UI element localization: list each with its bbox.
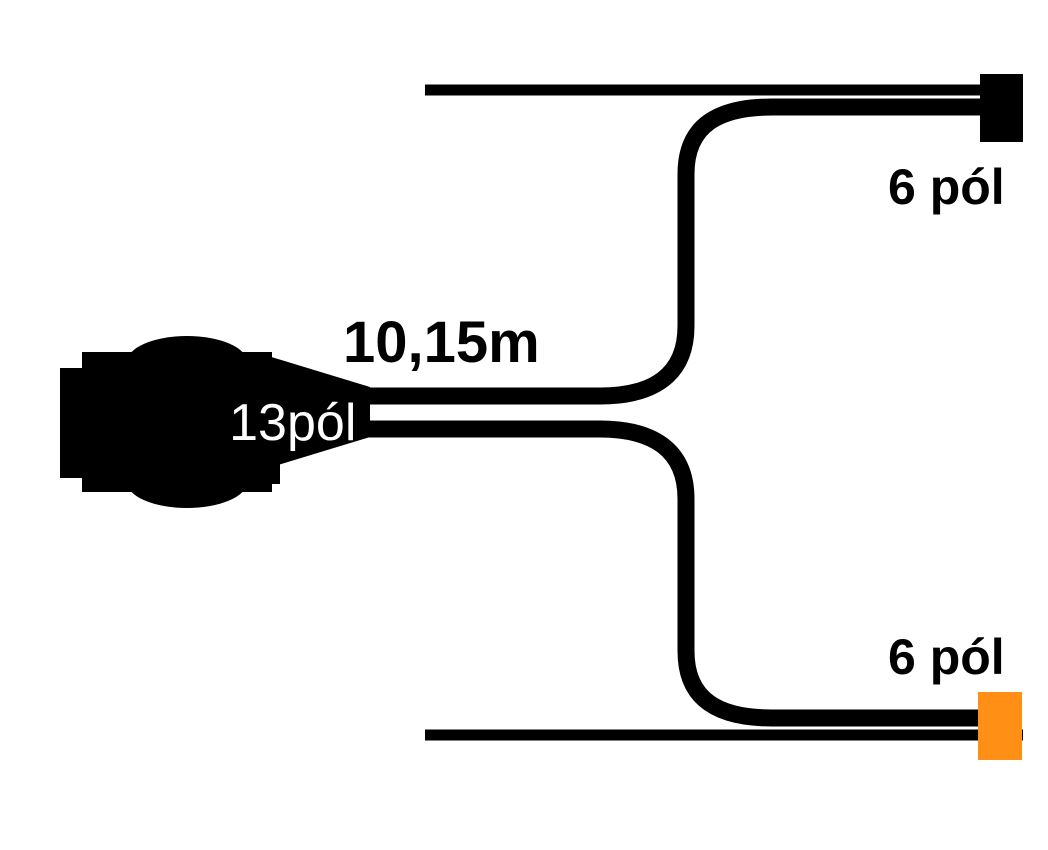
upper-cable-path	[360, 98, 1002, 405]
connector-collar	[250, 360, 280, 484]
main-connector-unit: pól	[287, 394, 356, 452]
connector-nose	[255, 352, 370, 472]
lower-connector-6-pole[interactable]	[978, 692, 1022, 760]
connector-bottom-bulge	[127, 456, 247, 508]
connector-top-bulge	[127, 336, 247, 388]
cable-length-label: 10,15m	[343, 310, 540, 375]
upper-branch-label: 6 pól	[888, 159, 1005, 215]
lower-branch-label: 6 pól	[888, 629, 1005, 685]
lower-cable-path	[360, 420, 1002, 727]
main-connector-13-pole[interactable]	[60, 336, 370, 508]
upper-connector-6-pole[interactable]	[980, 74, 1023, 142]
main-connector-label: 13pól	[128, 394, 429, 452]
main-connector-count: 13	[229, 394, 287, 452]
